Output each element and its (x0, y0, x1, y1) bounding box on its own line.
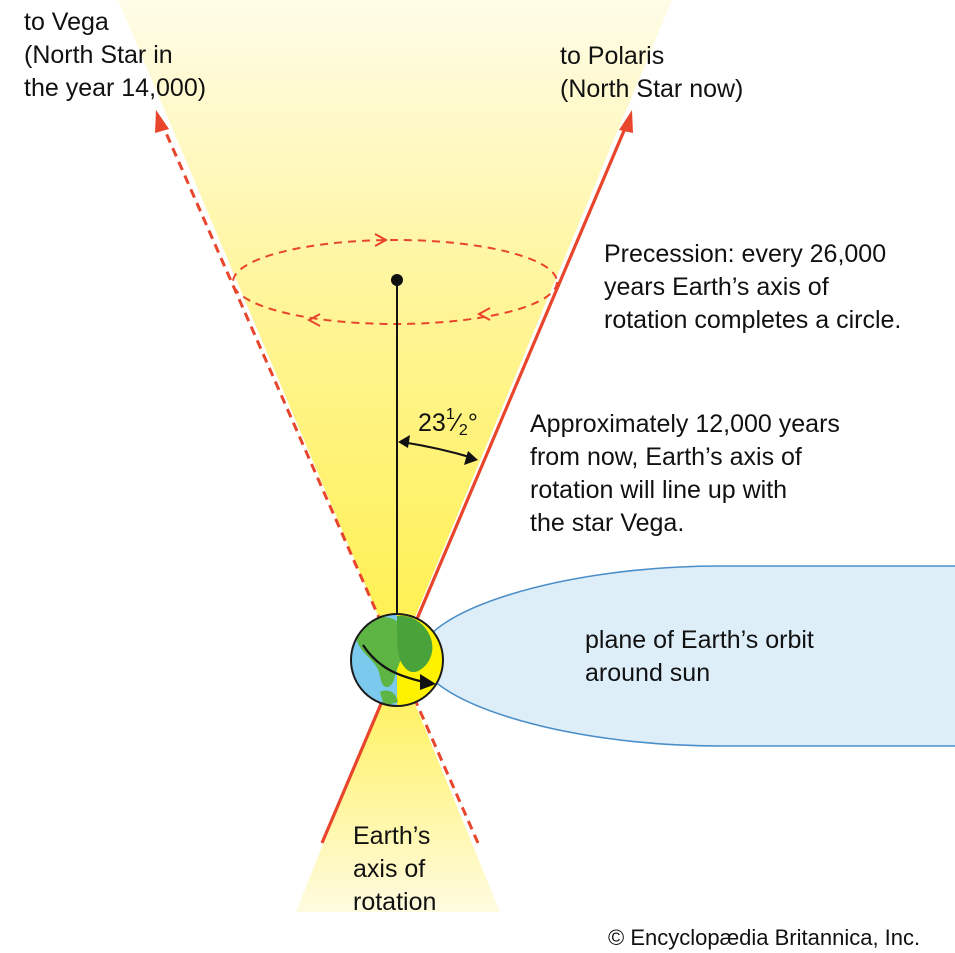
vega-alignment-caption-line: the star Vega. (530, 509, 685, 537)
earth-globe-icon (350, 613, 444, 707)
orbit-normal-dot (391, 274, 403, 286)
angle-denominator: 2 (458, 422, 468, 439)
orbit-plane-label-line: plane of Earth’s orbit (585, 626, 814, 654)
axis-to-vega (161, 125, 480, 844)
vega-arrowhead-icon (155, 110, 169, 133)
precession-circle-arrow-bottom-right (476, 307, 491, 321)
tilt-arrow-right-icon (464, 451, 478, 465)
angle-slash: ⁄ (454, 409, 459, 437)
vega-alignment-caption-line: Approximately 12,000 years (530, 410, 840, 438)
angle-degree: ° (467, 409, 478, 437)
orbit-plane-label-line: around sun (585, 659, 711, 687)
polaris-label: to Polaris (North Star now) (560, 40, 743, 106)
polaris-label-line: to Polaris (560, 42, 665, 70)
axis-of-rotation-label: Earth’s axis of rotation (353, 820, 436, 919)
precession-circle-arrow-top (374, 233, 389, 247)
vega-label: to Vega (North Star in the year 14,000) (24, 6, 206, 105)
precession-caption-line: Precession: every 26,000 (604, 240, 887, 268)
vega-alignment-caption: Approximately 12,000 years from now, Ear… (530, 408, 840, 540)
axis-label-line: rotation (353, 888, 437, 916)
precession-cone-upper (118, 0, 672, 660)
earth-rotation-arrow (362, 644, 425, 684)
precession-circle-arrow-bottom-left (306, 313, 321, 327)
axis-label-line: axis of (353, 855, 426, 883)
precession-caption-line: rotation completes a circle. (604, 306, 902, 334)
angle-whole: 23 (418, 409, 446, 437)
precession-cone-lower (296, 660, 500, 912)
tilt-angle-label: 231⁄2° (418, 398, 478, 448)
polaris-arrowhead-icon (619, 110, 633, 133)
angle-numerator: 1 (445, 406, 455, 423)
precession-circle (232, 239, 558, 325)
axis-label-line: Earth’s (353, 822, 431, 850)
vega-label-line: to Vega (24, 8, 109, 36)
vega-alignment-caption-line: from now, Earth’s axis of (530, 443, 802, 471)
copyright-notice: © Encyclopædia Britannica, Inc. (608, 925, 921, 950)
vega-label-line: (North Star in (24, 41, 173, 69)
precession-caption: Precession: every 26,000 years Earth’s a… (604, 238, 901, 337)
vega-label-line: the year 14,000) (24, 74, 207, 102)
axis-to-polaris (320, 125, 628, 844)
vega-alignment-caption-line: rotation will line up with (530, 476, 788, 504)
orbit-plane-label: plane of Earth’s orbit around sun (585, 624, 814, 690)
rotation-arrowhead-icon (420, 674, 436, 690)
precession-caption-line: years Earth’s axis of (604, 273, 829, 301)
polaris-label-line: (North Star now) (560, 75, 744, 103)
tilt-arrow-left-icon (398, 435, 410, 448)
